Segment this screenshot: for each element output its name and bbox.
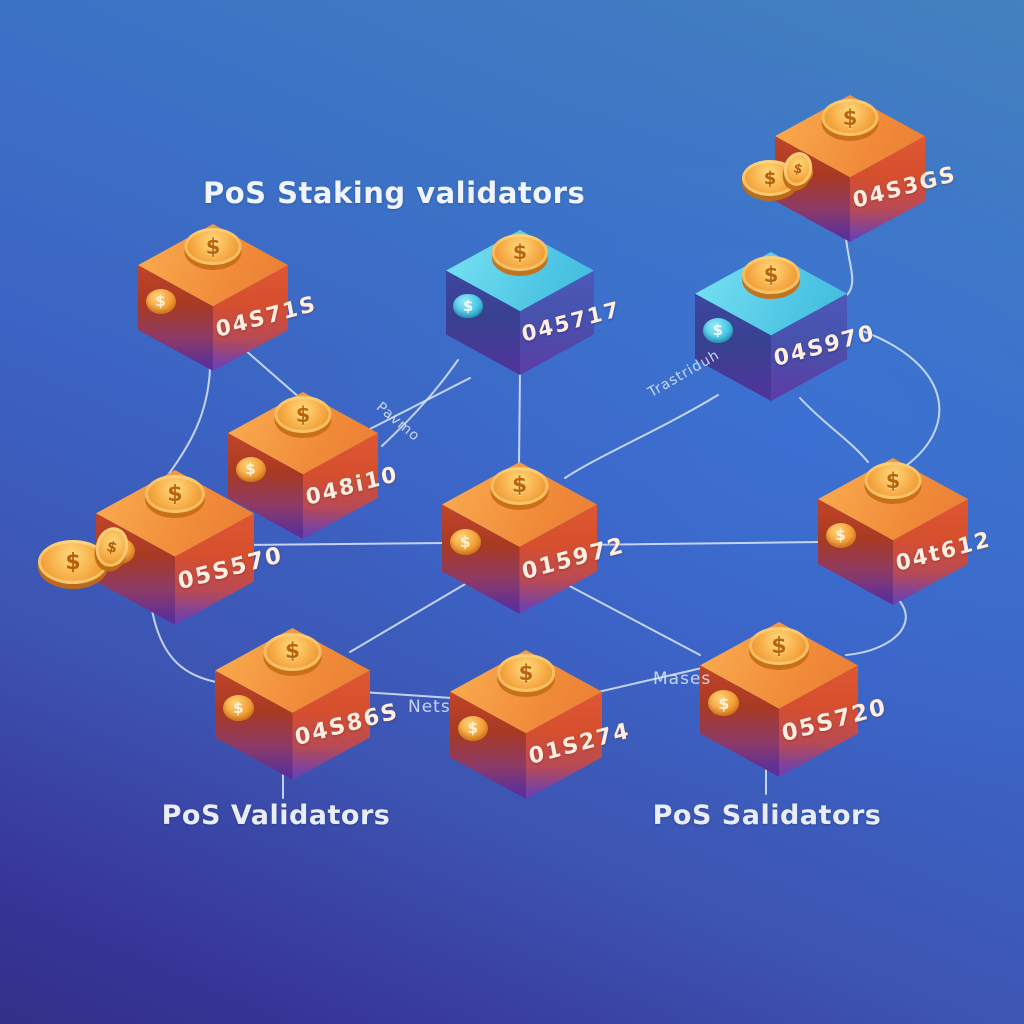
- edge-01S274-05S720: [584, 667, 703, 696]
- coin-badge-icon: $: [457, 715, 488, 741]
- edge-04S71S-048i10: [244, 349, 301, 399]
- edge-05S570-04S86S: [151, 609, 217, 683]
- coin-badge-icon: $: [453, 293, 483, 319]
- edge-015972-05S720: [561, 581, 701, 656]
- caption-pos-validators: PoS Validators: [161, 800, 391, 831]
- validator-node-04S86S: $ $ 04S86S: [215, 628, 401, 780]
- coin-badge-icon: $: [825, 522, 856, 548]
- dollar-coin-icon: $: [864, 462, 922, 500]
- dollar-coin-icon: $: [742, 256, 800, 294]
- edge-045717-015972: [518, 371, 521, 466]
- gold-coin-icon: $: [38, 540, 108, 584]
- validator-node-04S970: $ $ 04S970: [695, 252, 877, 401]
- dollar-coin-icon: $: [491, 234, 549, 271]
- coin-badge-icon: $: [449, 528, 481, 555]
- edge-04S970-04t612-curve: [859, 329, 941, 471]
- coin-badge-icon: $: [707, 690, 740, 717]
- dollar-coin-icon: $: [490, 466, 549, 505]
- validator-node-04t612: $ $ 04t612: [818, 458, 993, 605]
- dollar-coin-icon: $: [184, 228, 242, 266]
- validator-node-05S720: $ $ 05S720: [700, 622, 889, 777]
- caption-pos-salidators: PoS Salidators: [652, 800, 882, 831]
- dollar-coin-icon: $: [748, 626, 810, 666]
- edge-04S970-04t612: [799, 397, 869, 463]
- diagram-title: PoS Staking validators: [203, 176, 586, 210]
- edge-04S71S-05S570: [159, 367, 211, 487]
- validator-node-04S71S: $ $ 04S71S: [138, 224, 318, 371]
- validator-node-01S274: $ $ 01S274: [450, 650, 632, 799]
- edge-015972-04S86S: [349, 579, 473, 653]
- edge-04S970-015972: [564, 394, 719, 479]
- edge-label-mases: Mases: [653, 669, 712, 689]
- dollar-coin-icon: $: [274, 396, 332, 434]
- coin-badge-icon: $: [235, 456, 266, 482]
- validator-node-015972: $ $ 015972: [442, 462, 627, 614]
- edge-045717-048i10: [381, 359, 459, 447]
- coin-badge-icon: $: [702, 317, 733, 343]
- dollar-coin-icon: $: [821, 99, 879, 137]
- validator-node-045717: $ $ 045717: [446, 230, 623, 376]
- edge-05S570-015972: [239, 542, 446, 546]
- dollar-coin-icon: $: [144, 474, 206, 514]
- edge-015972-04t612: [579, 541, 819, 546]
- edge-04S86S-01S274: [361, 691, 453, 699]
- coin-badge-icon: $: [145, 288, 176, 314]
- validator-node-048i10: $ $ 048i10: [228, 392, 400, 539]
- edge-048i10-045717: [367, 377, 471, 431]
- edge-label-nets: Nets: [408, 697, 451, 717]
- dollar-coin-icon: $: [497, 654, 555, 692]
- dollar-coin-icon: $: [263, 632, 322, 671]
- coin-badge-icon: $: [222, 694, 254, 721]
